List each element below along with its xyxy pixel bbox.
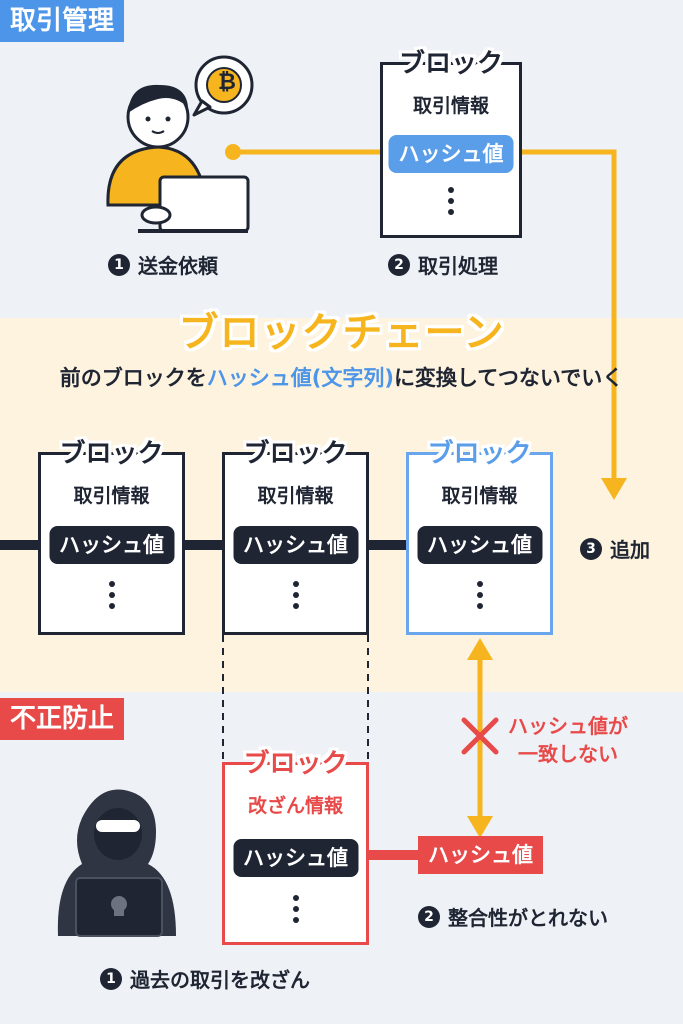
mismatch-message: ハッシュ値が 一致しない — [508, 712, 628, 768]
block-title: ブロック — [243, 749, 348, 779]
hash-value-pill: ハッシュ値 — [233, 526, 358, 564]
step-number: 1 — [108, 253, 130, 276]
more-dots-icon — [292, 581, 299, 614]
step-label: 過去の取引を改ざん — [130, 968, 310, 992]
block-info: 改ざん情報 — [247, 795, 343, 817]
step-send-request: 1 送金依頼 — [108, 250, 218, 279]
bitcoin-icon: ₿ — [218, 70, 236, 95]
chain-block-1: ブロック 取引情報 ハッシュ値 — [38, 439, 185, 635]
block-info: 取引情報 — [73, 485, 150, 507]
block-title: ブロック — [59, 439, 164, 469]
mismatched-hash-label: ハッシュ値 — [418, 836, 543, 874]
hacker-illustration — [57, 789, 176, 937]
arrow-down-icon — [601, 478, 627, 500]
hash-value-pill: ハッシュ値 — [233, 839, 358, 877]
block-title: ブロック — [398, 49, 503, 79]
hash-value-pill: ハッシュ値 — [49, 526, 174, 564]
section-tag-transaction-management: 取引管理 — [0, 0, 125, 42]
section-tag-fraud-prevention: 不正防止 — [0, 698, 125, 740]
blockchain-description: 前のブロックをハッシュ値(文字列)に変換してつないでいく — [0, 362, 683, 392]
step-number: 2 — [418, 905, 440, 928]
step-label: 送金依頼 — [138, 254, 218, 278]
step-number: 2 — [388, 253, 410, 276]
step-number: 1 — [100, 967, 122, 990]
description-text: 前のブロックを — [59, 366, 207, 390]
mismatch-x-icon — [461, 717, 499, 755]
block-title: ブロック — [427, 439, 532, 469]
mismatch-line-2: 一致しない — [518, 742, 618, 766]
step-inconsistent: 2 整合性がとれない — [418, 902, 608, 931]
step-transaction-processing: 2 取引処理 — [388, 250, 498, 279]
block-info: 取引情報 — [257, 485, 334, 507]
mismatch-line-1: ハッシュ値が — [508, 714, 628, 738]
chain-block-2: ブロック 取引情報 ハッシュ値 — [222, 439, 369, 635]
step-label: 取引処理 — [418, 254, 498, 278]
step-number: 3 — [580, 537, 602, 560]
arrow-down-icon — [467, 816, 493, 838]
more-dots-icon — [448, 187, 454, 220]
block-info: 取引情報 — [441, 485, 518, 507]
connector-block-to-chain — [522, 149, 617, 480]
step-tamper-past-transaction: 1 過去の取引を改ざん — [100, 964, 310, 993]
hash-value-pill: ハッシュ値 — [417, 526, 542, 564]
step-label: 追加 — [610, 538, 650, 562]
block-title: ブロック — [243, 439, 348, 469]
block-info: 取引情報 — [412, 95, 489, 117]
description-highlight: ハッシュ値(文字列) — [206, 366, 394, 390]
blockchain-heading: ブロックチェーン — [178, 310, 505, 356]
hash-value-pill: ハッシュ値 — [388, 135, 514, 173]
more-dots-icon — [292, 895, 299, 928]
top-transaction-block: ブロック 取引情報 ハッシュ値 — [380, 49, 522, 238]
user-with-laptop-illustration — [106, 55, 254, 233]
chain-block-3-new: ブロック 取引情報 ハッシュ値 — [406, 439, 553, 635]
step-label: 整合性がとれない — [448, 906, 608, 930]
description-text: に変換してつないでいく — [393, 366, 624, 390]
step-add: 3 追加 — [580, 534, 650, 563]
tampered-block: ブロック 改ざん情報 ハッシュ値 — [222, 749, 369, 945]
more-dots-icon — [108, 581, 115, 614]
more-dots-icon — [476, 581, 483, 614]
arrow-up-icon — [467, 638, 493, 660]
